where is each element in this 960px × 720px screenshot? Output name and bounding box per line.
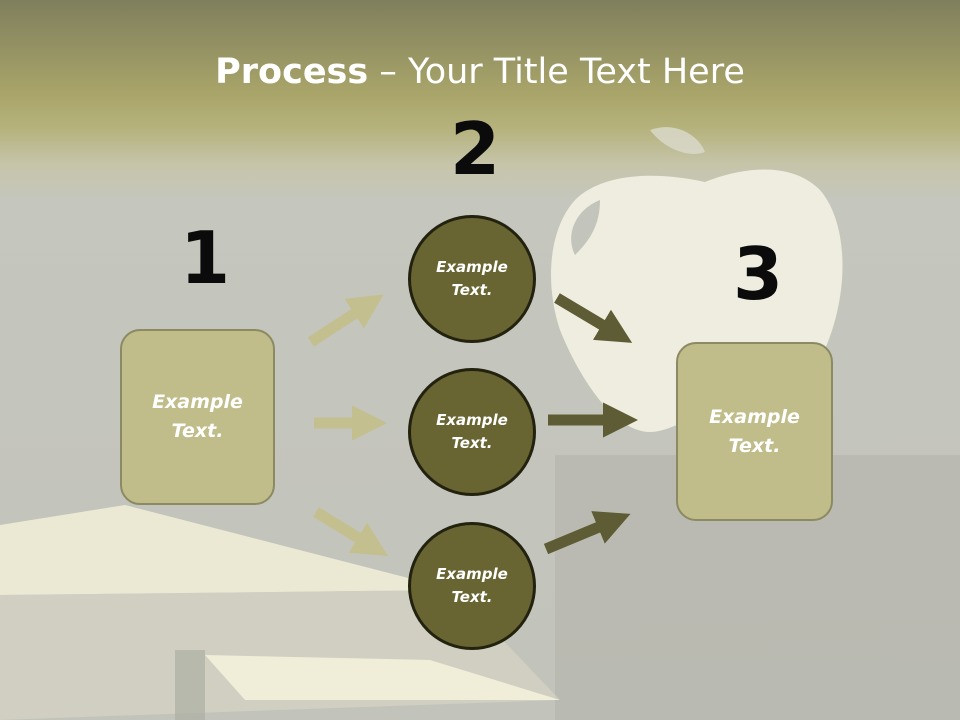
step-number-3: 3 <box>733 232 784 316</box>
arrow-icon <box>543 511 631 555</box>
title-rest: – Your Title Text Here <box>368 52 745 92</box>
arrow-icon <box>307 294 384 347</box>
step-number-2: 2 <box>450 107 501 191</box>
circle-top: Example Text. <box>408 215 536 343</box>
step-1-box: Example Text. <box>120 329 275 505</box>
step-3-box: Example Text. <box>676 342 833 521</box>
step-3-label: Example Text. <box>709 405 800 457</box>
circle-middle-label: Example Text. <box>436 411 508 452</box>
circle-top-label: Example Text. <box>436 258 508 299</box>
title-bold: Process <box>215 52 369 92</box>
circle-middle: Example Text. <box>408 368 536 496</box>
step-1-label: Example Text. <box>152 391 243 442</box>
step-number-1: 1 <box>180 216 231 300</box>
slide-title: Process – Your Title Text Here <box>0 52 960 92</box>
arrow-icon <box>313 507 389 557</box>
circle-bottom: Example Text. <box>408 522 536 650</box>
arrow-icon <box>554 293 633 343</box>
circle-bottom-label: Example Text. <box>436 565 508 606</box>
